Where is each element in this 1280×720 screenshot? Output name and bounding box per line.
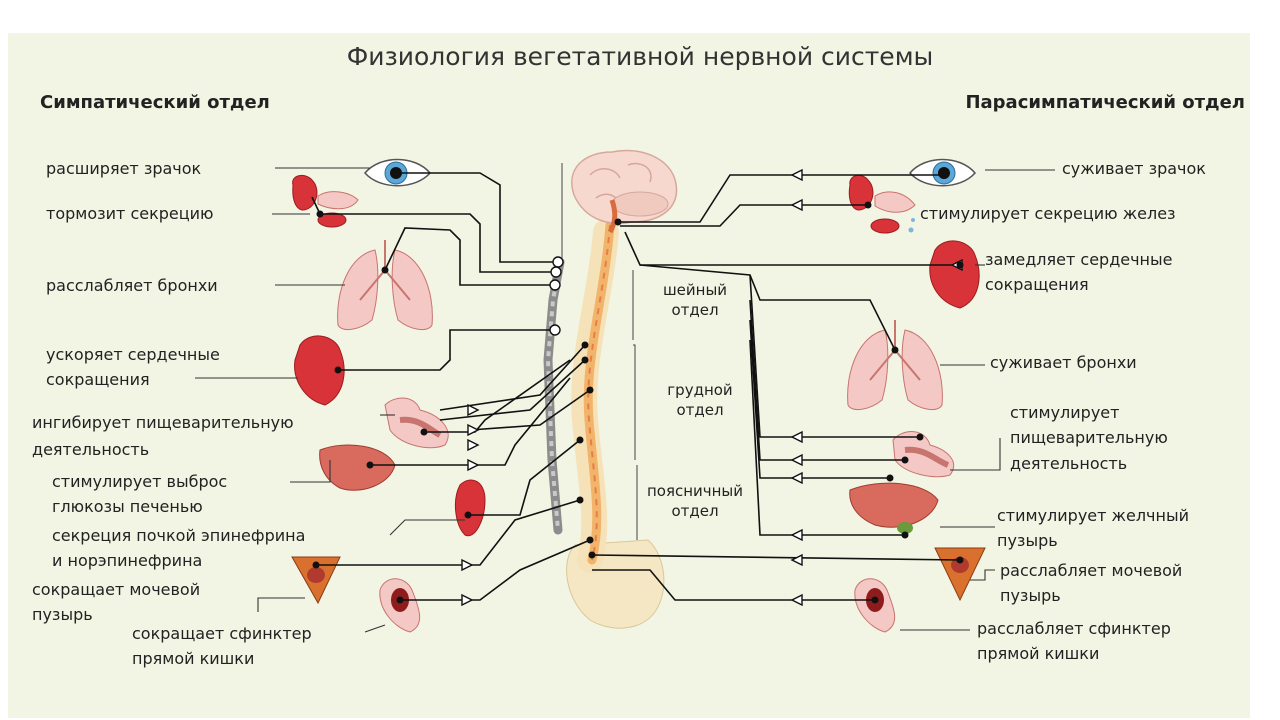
sym-label-digest-2: деятельность	[32, 440, 149, 459]
stomach-left	[384, 397, 449, 449]
cervical-label-1: шейный	[663, 281, 727, 299]
parasympathetic-dots	[588, 171, 964, 604]
heart-left	[294, 335, 345, 406]
para-label-digest-2: пищеварительную	[1010, 428, 1168, 447]
thoracic-label-1: грудной	[667, 381, 732, 399]
sym-label-rectum-1: сокращает сфинктер	[132, 624, 312, 643]
lumbar-label-1: поясничный	[647, 482, 743, 500]
spinal-cord	[583, 220, 615, 565]
rectum-left	[379, 578, 421, 633]
para-label-heart-1: замедляет сердечные	[985, 250, 1172, 269]
para-label-pupil: суживает зрачок	[1062, 159, 1206, 178]
parasympathetic-nerves	[591, 174, 961, 601]
sympathetic-ganglion-chain	[543, 163, 565, 535]
sym-label-bronchi: расслабляет бронхи	[46, 276, 218, 295]
sym-label-digest-1: ингибирует пищеварительную	[32, 413, 294, 432]
sym-label-kidney-1: секреция почкой эпинефрина	[52, 526, 305, 545]
para-label-digest-3: деятельность	[1010, 454, 1127, 473]
para-label-bladder-1: расслабляет мочевой	[1000, 561, 1182, 580]
sym-label-pupil: расширяет зрачок	[46, 159, 202, 178]
sympathetic-dots	[312, 169, 594, 604]
thoracic-label-2: отдел	[676, 401, 723, 419]
rectum-right	[854, 578, 896, 633]
para-label-gall-2: пузырь	[997, 531, 1058, 550]
bladder-right	[934, 547, 986, 602]
bladder-left	[291, 556, 341, 605]
sym-label-rectum-2: прямой кишки	[132, 649, 254, 668]
lumbar-label-2: отдел	[671, 502, 718, 520]
sym-label-kidney-2: и норэпинефрина	[52, 551, 202, 570]
sympathetic-nerves	[311, 172, 591, 601]
sym-label-secretion: тормозит секрецию	[46, 204, 214, 223]
sym-label-heart-1: ускоряет сердечные	[46, 345, 220, 364]
sympathetic-heading: Симпатический отдел	[40, 92, 270, 113]
parasympathetic-heading: Парасимпатический отдел	[965, 92, 1245, 113]
liver-gallbladder-right	[849, 482, 939, 534]
sym-label-glucose-1: стимулирует выброс	[52, 472, 227, 491]
brain	[571, 149, 678, 234]
para-label-bronchi: суживает бронхи	[990, 353, 1137, 372]
cervical-label-2: отдел	[671, 301, 718, 319]
para-label-rectum-2: прямой кишки	[977, 644, 1099, 663]
stomach-right	[892, 431, 955, 478]
para-label-digest-1: стимулирует	[1010, 403, 1119, 422]
kidney-left	[454, 479, 486, 537]
para-label-gall-1: стимулирует желчный	[997, 506, 1189, 525]
liver-left	[319, 444, 396, 491]
salivary-glands-left	[292, 174, 359, 228]
lungs-right	[847, 320, 943, 411]
sym-label-glucose-2: глюкозы печенью	[52, 497, 203, 516]
para-label-rectum-1: расслабляет сфинктер	[977, 619, 1171, 638]
sym-label-bladder-2: пузырь	[32, 605, 93, 624]
lungs-left	[337, 240, 433, 331]
sym-label-heart-2: сокращения	[46, 370, 150, 389]
para-label-secretion: стимулирует секрецию желез	[920, 204, 1176, 223]
sym-label-bladder-1: сокращает мочевой	[32, 580, 200, 599]
leader-lines	[195, 167, 1055, 633]
diagram-title: Физиология вегетативной нервной системы	[347, 42, 934, 71]
salivary-glands-right	[848, 174, 916, 234]
parasympathetic-ganglia	[790, 168, 963, 607]
para-label-heart-2: сокращения	[985, 275, 1089, 294]
sympathetic-ganglia	[461, 256, 564, 607]
para-label-bladder-2: пузырь	[1000, 586, 1061, 605]
heart-right	[929, 240, 980, 309]
segment-brackets	[632, 270, 638, 540]
